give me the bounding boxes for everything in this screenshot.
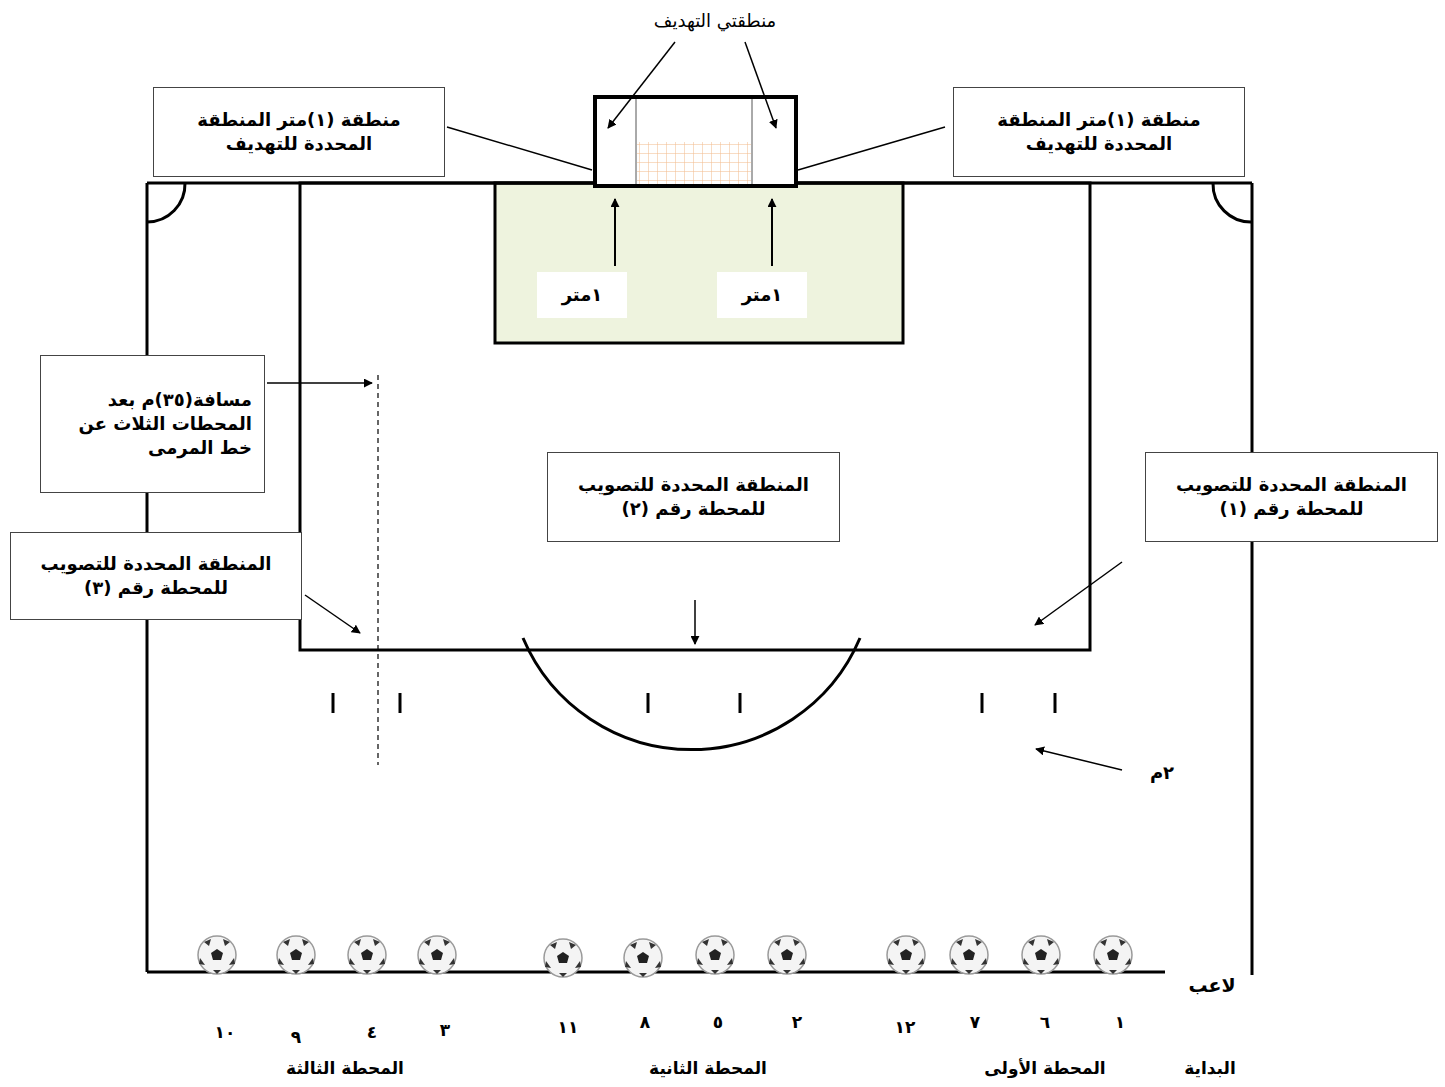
player-label: لاعب — [1188, 974, 1235, 996]
player-number: ٨ — [640, 1012, 650, 1032]
note-text: المنطقة المحددة للتصويب للمحطة رقم (١) — [1158, 473, 1425, 522]
station-label: المحطة الثانية — [649, 1058, 767, 1078]
distance-tag: ١متر — [717, 272, 807, 318]
player-number: ٧ — [970, 1012, 980, 1032]
distance-line — [377, 375, 378, 765]
station-label: المحطة الثالثة — [286, 1058, 404, 1078]
player-number: ٤ — [367, 1022, 377, 1042]
note-text: المنطقة المحددة للتصويب للمحطة رقم (٢) — [560, 473, 827, 522]
station-label: البداية — [1184, 1058, 1236, 1078]
player-number: ١٠ — [215, 1022, 236, 1042]
balls — [198, 936, 1132, 977]
note-text: منطقة (١)متر المنطقة المحددة للتهديف — [966, 108, 1232, 157]
player-number: ٢ — [792, 1012, 802, 1032]
player-number: ٥ — [713, 1012, 723, 1032]
player-number: ٩ — [291, 1027, 301, 1047]
scoring-zones-label: منطقتي التهديف — [654, 10, 776, 31]
distance-tag: ١متر — [537, 272, 627, 318]
note-text: منطقة (١)متر المنطقة المحددة للتهديف — [166, 108, 432, 157]
station-label: المحطة الأولى — [984, 1058, 1105, 1078]
shooting-zone-note: المنطقة المحددة للتصويب للمحطة رقم (١) — [1145, 452, 1438, 542]
goal — [595, 97, 796, 186]
goal-zone-note: منطقة (١)متر المنطقة المحددة للتهديف — [953, 87, 1245, 177]
player-number: ١٢ — [895, 1017, 916, 1037]
shooting-zone-note: المنطقة المحددة للتصويب للمحطة رقم (٢) — [547, 452, 840, 542]
note-text: ١متر — [543, 283, 621, 307]
field-lines — [147, 183, 1252, 975]
player-number: ١١ — [558, 1017, 579, 1037]
note-text: المنطقة المحددة للتصويب للمحطة رقم (٣) — [23, 552, 289, 601]
note-text: ١متر — [723, 283, 801, 307]
station-markers — [333, 693, 1055, 713]
player-number: ٣ — [440, 1020, 450, 1040]
shooting-zone-note: المنطقة المحددة للتصويب للمحطة رقم (٣) — [10, 532, 302, 620]
note-text: مسافة(٣٥)م بعد المحطات الثلاث عن خط المر… — [53, 388, 252, 461]
distance-note: مسافة(٣٥)م بعد المحطات الثلاث عن خط المر… — [40, 355, 265, 493]
goal-area — [495, 183, 903, 343]
player-number: ٦ — [1040, 1012, 1050, 1032]
goal-zone-note: منطقة (١)متر المنطقة المحددة للتهديف — [153, 87, 445, 177]
player-number: ١ — [1115, 1012, 1125, 1032]
distance-label: ٢م — [1150, 762, 1174, 783]
